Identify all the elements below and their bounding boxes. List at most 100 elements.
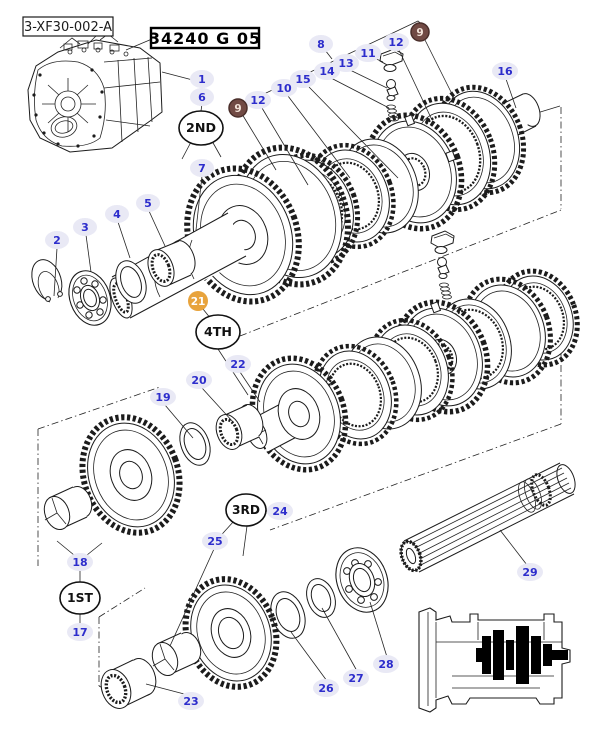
callout-12-left[interactable]: 12 (245, 91, 271, 109)
callout-2[interactable]: 2 (45, 231, 69, 249)
part-detent-plug-a (379, 48, 404, 122)
callout-29[interactable]: 29 (517, 563, 543, 581)
callout-21-selected[interactable]: 21 (188, 291, 208, 311)
callout-6[interactable]: 6 (190, 88, 214, 106)
part-splined-output-shaft (399, 462, 576, 573)
callout-24[interactable]: 24 (267, 502, 293, 520)
part-4th-driven-gear (79, 414, 183, 536)
part-pilot-bushing-b (151, 632, 202, 676)
svg-text:17: 17 (72, 626, 87, 639)
lower-assembly (100, 462, 576, 709)
svg-text:10: 10 (276, 82, 292, 95)
svg-text:27: 27 (348, 672, 363, 685)
svg-text:5: 5 (144, 197, 152, 210)
svg-text:28: 28 (378, 658, 393, 671)
callout-17[interactable]: 17 (67, 623, 93, 641)
svg-text:23: 23 (183, 695, 198, 708)
stage-label-2nd: 2ND (178, 110, 224, 146)
part-splined-spacer (147, 240, 196, 287)
part-ball-bearing-front (68, 270, 112, 326)
svg-text:26: 26 (318, 682, 334, 695)
callout-25[interactable]: 25 (202, 532, 228, 550)
callout-15[interactable]: 15 (290, 70, 316, 88)
part-detent-plug-b (430, 230, 455, 300)
leader-lines (53, 37, 528, 696)
transmission-side-view-inset (418, 607, 571, 713)
stage-label-4th: 4TH (195, 314, 241, 350)
part-washer-27 (306, 578, 336, 618)
svg-text:2ND: 2ND (186, 121, 216, 135)
part-thrust-washer-a (115, 260, 147, 304)
highlighted-gear-cluster (476, 626, 568, 684)
svg-text:24: 24 (272, 505, 288, 518)
callout-23[interactable]: 23 (178, 692, 204, 710)
svg-text:1: 1 (198, 73, 206, 86)
part-pilot-bushing-a (43, 486, 93, 530)
svg-text:29: 29 (522, 566, 537, 579)
svg-text:9: 9 (416, 27, 423, 39)
part-snap-ring (31, 259, 63, 303)
svg-text:11: 11 (360, 47, 375, 60)
svg-text:14: 14 (319, 65, 335, 78)
callout-13[interactable]: 13 (333, 54, 359, 72)
svg-text:4: 4 (113, 208, 121, 221)
part-1st-gear (182, 576, 280, 690)
callouts: 1 6 7 2 3 4 5 8 10 11 12 12 13 14 15 16 … (45, 22, 543, 710)
callout-9-right[interactable]: 9 (410, 22, 430, 42)
part-ball-bearing-rear (335, 547, 389, 613)
part-4th-gear-shaft (246, 355, 349, 473)
svg-text:9: 9 (234, 103, 241, 115)
callout-14[interactable]: 14 (314, 62, 340, 80)
stage-label-1st: 1ST (59, 581, 101, 615)
transmission-housing-drawing (27, 33, 163, 153)
callout-10[interactable]: 10 (271, 79, 297, 97)
svg-text:3RD: 3RD (232, 503, 260, 517)
callout-28[interactable]: 28 (373, 655, 399, 673)
drawing-ref-box: 3-XF30-002-A (22, 16, 114, 37)
part-splined-hub (215, 404, 264, 450)
callout-22[interactable]: 22 (225, 355, 251, 373)
callout-7[interactable]: 7 (190, 159, 214, 177)
svg-text:21: 21 (191, 296, 206, 308)
part-splined-bushing (100, 658, 157, 709)
svg-text:3: 3 (81, 221, 89, 234)
figure-ref-box[interactable]: 34240 G 05 (149, 26, 261, 50)
upper-shaft-assembly (31, 48, 541, 326)
svg-text:2: 2 (53, 234, 61, 247)
callout-8[interactable]: 8 (309, 35, 333, 53)
svg-text:1ST: 1ST (67, 591, 94, 605)
callout-20[interactable]: 20 (186, 371, 212, 389)
callout-5[interactable]: 5 (136, 194, 160, 212)
svg-text:20: 20 (191, 374, 207, 387)
callout-1[interactable]: 1 (190, 70, 214, 88)
callout-12-right[interactable]: 12 (383, 33, 409, 51)
callout-27[interactable]: 27 (343, 669, 369, 687)
callout-19[interactable]: 19 (150, 388, 176, 406)
callout-18[interactable]: 18 (67, 553, 93, 571)
svg-text:4TH: 4TH (204, 325, 232, 339)
svg-text:22: 22 (230, 358, 245, 371)
svg-text:8: 8 (317, 38, 325, 51)
callout-11[interactable]: 11 (355, 44, 381, 62)
svg-text:18: 18 (72, 556, 87, 569)
part-thrust-washer-b (179, 422, 211, 466)
callout-9-left[interactable]: 9 (228, 98, 248, 118)
callout-16[interactable]: 16 (492, 62, 518, 80)
mainshaft-assembly (43, 230, 580, 536)
svg-text:6: 6 (198, 91, 206, 104)
figure-ref-text: 34240 G 05 (149, 29, 261, 48)
svg-text:7: 7 (198, 162, 206, 175)
svg-text:12: 12 (250, 94, 265, 107)
svg-text:12: 12 (388, 36, 403, 49)
callout-4[interactable]: 4 (105, 205, 129, 223)
svg-text:19: 19 (155, 391, 170, 404)
callout-3[interactable]: 3 (73, 218, 97, 236)
svg-text:25: 25 (207, 535, 222, 548)
drawing-ref-text: 3-XF30-002-A (24, 20, 112, 35)
svg-text:16: 16 (497, 65, 513, 78)
svg-text:13: 13 (338, 57, 353, 70)
svg-text:15: 15 (295, 73, 310, 86)
callout-26[interactable]: 26 (313, 679, 339, 697)
